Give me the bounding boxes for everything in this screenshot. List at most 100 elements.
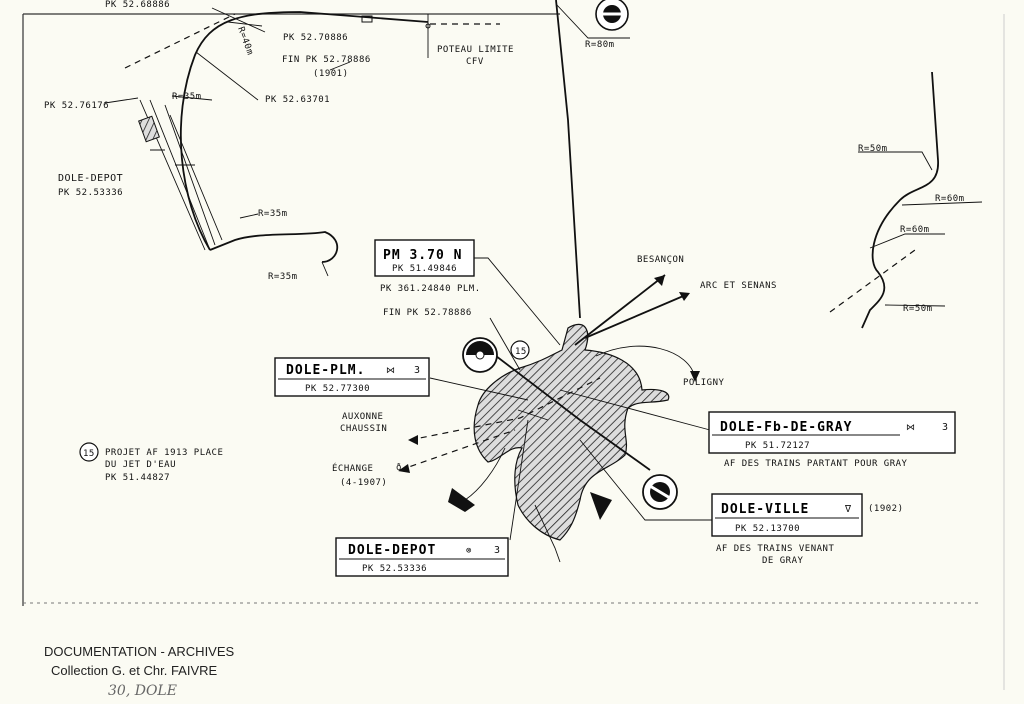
station-fb-gray-num: 3 <box>942 422 949 433</box>
station-plm-name: DOLE-PLM. <box>286 363 365 378</box>
track-to-auxonne <box>409 377 601 441</box>
track-to-arc <box>584 293 689 339</box>
track-to-besancon <box>574 274 666 346</box>
label-r60-a: R=60m <box>935 194 965 204</box>
pm-box <box>374 239 475 277</box>
label-fb-gray-sub: AF DES TRAINS PARTANT POUR GRAY <box>724 459 908 469</box>
station-ville-pk: PK 52.13700 <box>735 524 800 534</box>
label-r35-a: R=35m <box>172 92 202 102</box>
projet-15-marker-map <box>510 340 530 360</box>
footer-handwritten: 30, DOLE <box>108 683 177 699</box>
footer-line-1: DOCUMENTATION - ARCHIVES <box>44 644 235 659</box>
label-r50-b: R=50m <box>903 304 933 314</box>
leader-lines-top <box>104 7 351 277</box>
station-plm-box <box>274 357 430 397</box>
station-fb-gray-name: DOLE-Fb-DE-GRAY <box>720 420 852 435</box>
bowtie-icon: ⋈ <box>906 423 916 433</box>
triangle-mark-left <box>448 488 475 512</box>
depot-marker-ticks <box>150 149 195 166</box>
label-besancon: BESANÇON <box>637 255 684 265</box>
station-ville-box <box>711 493 863 537</box>
round-signal-plm-hub <box>475 350 485 360</box>
station-depot-box <box>335 537 509 577</box>
depot-loop-track-inner <box>209 231 338 263</box>
small-marker-top <box>361 15 373 23</box>
label-1901: (1901) <box>313 69 349 79</box>
cross-circle-icon: ⊗ <box>466 546 472 556</box>
label-r80: R=80m <box>585 40 615 50</box>
label-chaussin: CHAUSSIN <box>340 424 387 434</box>
station-fb-gray-pk: PK 51.72127 <box>745 441 810 451</box>
track-echange <box>399 429 516 471</box>
station-depot-num: 3 <box>494 545 501 556</box>
east-line-track <box>861 71 939 329</box>
north-line-track <box>555 0 581 319</box>
label-dole-depot-top: DOLE-DEPOT <box>58 173 123 184</box>
arrow-auxonne <box>408 435 418 445</box>
label-poteau-limite: POTEAU LIMITE <box>437 45 514 55</box>
label-pk-68886: PK 52.68886 <box>105 0 170 10</box>
fin-leader <box>489 317 521 371</box>
track-fb-gray <box>559 389 711 431</box>
label-ville-sub-2: DE GRAY <box>762 556 804 566</box>
projet-15-marker-map-num: 15 <box>515 347 527 357</box>
station-ville-sym: ∇ <box>844 504 852 515</box>
label-echange-date: (4-1907) <box>340 478 387 488</box>
label-projet-2: DU JET D'EAU <box>105 460 176 470</box>
r80-leader <box>555 3 630 39</box>
label-projet-3: PK 51.44827 <box>105 473 170 483</box>
track-ville <box>579 439 712 521</box>
label-echange-symbol: ð <box>396 463 402 473</box>
label-ville-year: (1902) <box>868 504 904 514</box>
label-echange: ÉCHANGE <box>332 462 373 474</box>
label-cfv: CFV <box>466 57 484 67</box>
dashed-spur <box>124 13 236 69</box>
label-auxonne: AUXONNE <box>342 412 383 422</box>
footer-line-2: Collection G. et Chr. FAIVRE <box>51 663 218 678</box>
label-r50-a: R=50m <box>858 144 888 154</box>
arrow-arc <box>679 292 690 301</box>
station-plm-num: 3 <box>414 365 421 376</box>
bowtie-icon: ⋈ <box>386 366 396 376</box>
arrow-echange <box>398 464 410 473</box>
track-through-town <box>474 339 651 471</box>
label-r35-b: R=35m <box>258 209 288 219</box>
arrow-poligny <box>690 371 700 382</box>
track-depot-link <box>509 419 529 541</box>
label-ville-sub-1: AF DES TRAINS VENANT <box>716 544 834 554</box>
depot-loop-track <box>179 11 429 251</box>
poteau-limite-post <box>425 23 431 29</box>
track-to-poligny <box>595 345 696 379</box>
label-pk-plm: PK 361.24840 PLM. <box>380 284 481 294</box>
round-signal-plm-fill <box>466 341 494 355</box>
label-pk-53336-top: PK 52.53336 <box>58 188 123 198</box>
label-pk-63701: PK 52.63701 <box>265 95 330 105</box>
label-r35-c: R=35m <box>268 272 298 282</box>
projet-15-badge <box>79 442 99 462</box>
town-river <box>464 409 561 563</box>
label-projet-1: PROJET AF 1913 PLACE <box>105 448 223 458</box>
round-signal-ville-bar <box>649 484 671 500</box>
depot-sidings <box>139 99 223 251</box>
label-pk-70886: PK 52.70886 <box>283 33 348 43</box>
station-depot-pk: PK 52.53336 <box>362 564 427 574</box>
label-fin-78886: FIN PK 52.78886 <box>383 308 472 318</box>
arrow-besancon <box>654 275 665 286</box>
label-fin-78886-top: FIN PK 52.78886 <box>282 55 371 65</box>
town-area <box>473 323 670 541</box>
triangle-mark-right <box>590 492 612 520</box>
label-r40: R=40m <box>235 26 255 57</box>
label-pm-main: PM 3.70 N <box>383 248 462 263</box>
track-plm-link <box>429 377 529 401</box>
label-pk-76176: PK 52.76176 <box>44 101 109 111</box>
label-pm-pk: PK 51.49846 <box>392 264 457 274</box>
station-ville-name: DOLE-VILLE <box>721 502 809 517</box>
label-poligny: POLIGNY <box>683 378 725 388</box>
depot-shed <box>138 115 160 143</box>
station-depot-name: DOLE-DEPOT <box>348 543 436 558</box>
label-r60-b: R=60m <box>900 225 930 235</box>
pm-leader <box>474 257 561 346</box>
station-fb-gray-box <box>708 411 956 454</box>
station-plm-pk: PK 52.77300 <box>305 384 370 394</box>
